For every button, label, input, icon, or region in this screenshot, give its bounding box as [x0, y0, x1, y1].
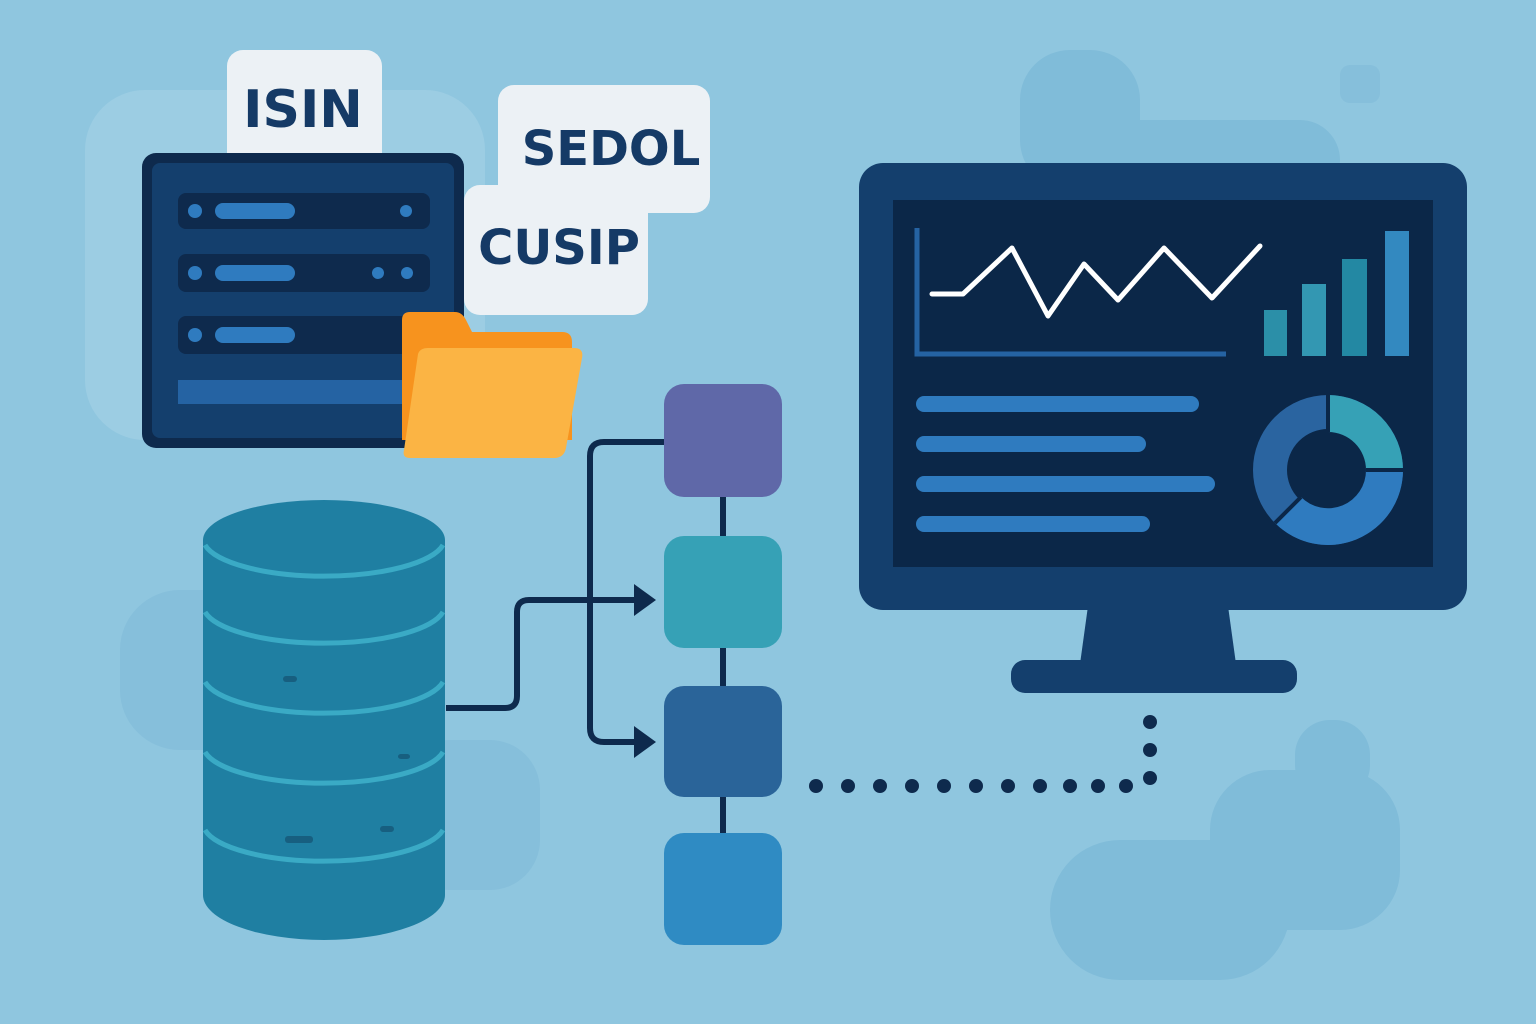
pipeline-node-teal — [664, 536, 782, 648]
arrow-head-icon — [634, 584, 656, 616]
flow-connectors — [446, 439, 726, 835]
database-icon — [202, 500, 446, 940]
pipeline-node-blue — [664, 833, 782, 945]
pipeline-node-darkblue — [664, 686, 782, 797]
donut-chart — [1253, 395, 1403, 545]
sedol-card: SEDOL — [498, 85, 710, 213]
monitor-base — [1011, 660, 1297, 693]
dotted-connector — [809, 715, 1157, 793]
line-chart — [914, 228, 1263, 357]
server-bar — [178, 380, 430, 404]
server-panel — [142, 153, 464, 448]
isin-label: ISIN — [243, 80, 363, 140]
server-row — [178, 254, 430, 292]
arrow-head-icon — [634, 726, 656, 758]
cusip-card: CUSIP — [464, 185, 648, 315]
text-lines — [916, 396, 1215, 532]
server-row — [178, 316, 430, 354]
server-row — [178, 193, 430, 229]
sedol-label: SEDOL — [522, 121, 701, 177]
dashboard-monitor — [859, 163, 1467, 693]
isin-card: ISIN — [227, 50, 382, 170]
bar-chart — [1264, 231, 1409, 356]
folder-icon — [402, 312, 583, 458]
monitor-stand — [1080, 606, 1236, 664]
cusip-label: CUSIP — [478, 220, 640, 276]
pipeline-node-purple — [664, 384, 782, 497]
